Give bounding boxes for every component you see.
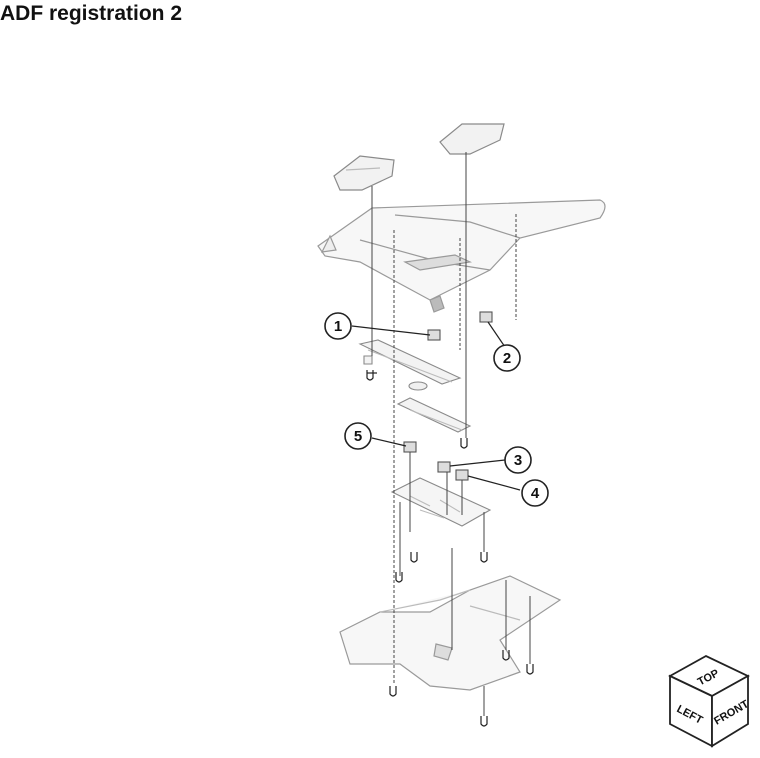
callout-2: 2 [493,344,521,372]
sensor-3 [437,461,451,473]
callout-5: 5 [344,422,372,450]
paper-guide-left [333,155,395,191]
adf-input-tray [317,199,606,313]
orientation-cube: TOP LEFT FRONT [668,654,751,748]
sensor-bracket [396,397,472,433]
callout-4-label: 4 [531,485,540,502]
callout-5-label: 5 [354,428,362,445]
callout-1-label: 1 [334,318,342,335]
page-title: ADF registration 2 [0,2,183,25]
adf-base-frame [339,575,562,691]
sensor-4 [455,469,469,481]
callout-1: 1 [324,312,352,340]
callout-3-label: 3 [514,452,522,469]
registration-arm [358,339,462,385]
callout-leaders [351,321,521,491]
sensor-2 [479,311,493,323]
sensor-holder-plate [390,477,492,527]
screw-marks [366,370,534,727]
assembly-lines [371,152,531,716]
callout-2-label: 2 [503,350,511,367]
paper-guide-right [439,123,505,155]
washer [408,381,428,391]
callout-4: 4 [521,479,549,507]
callout-3: 3 [504,446,532,474]
sensor-5 [403,441,417,453]
